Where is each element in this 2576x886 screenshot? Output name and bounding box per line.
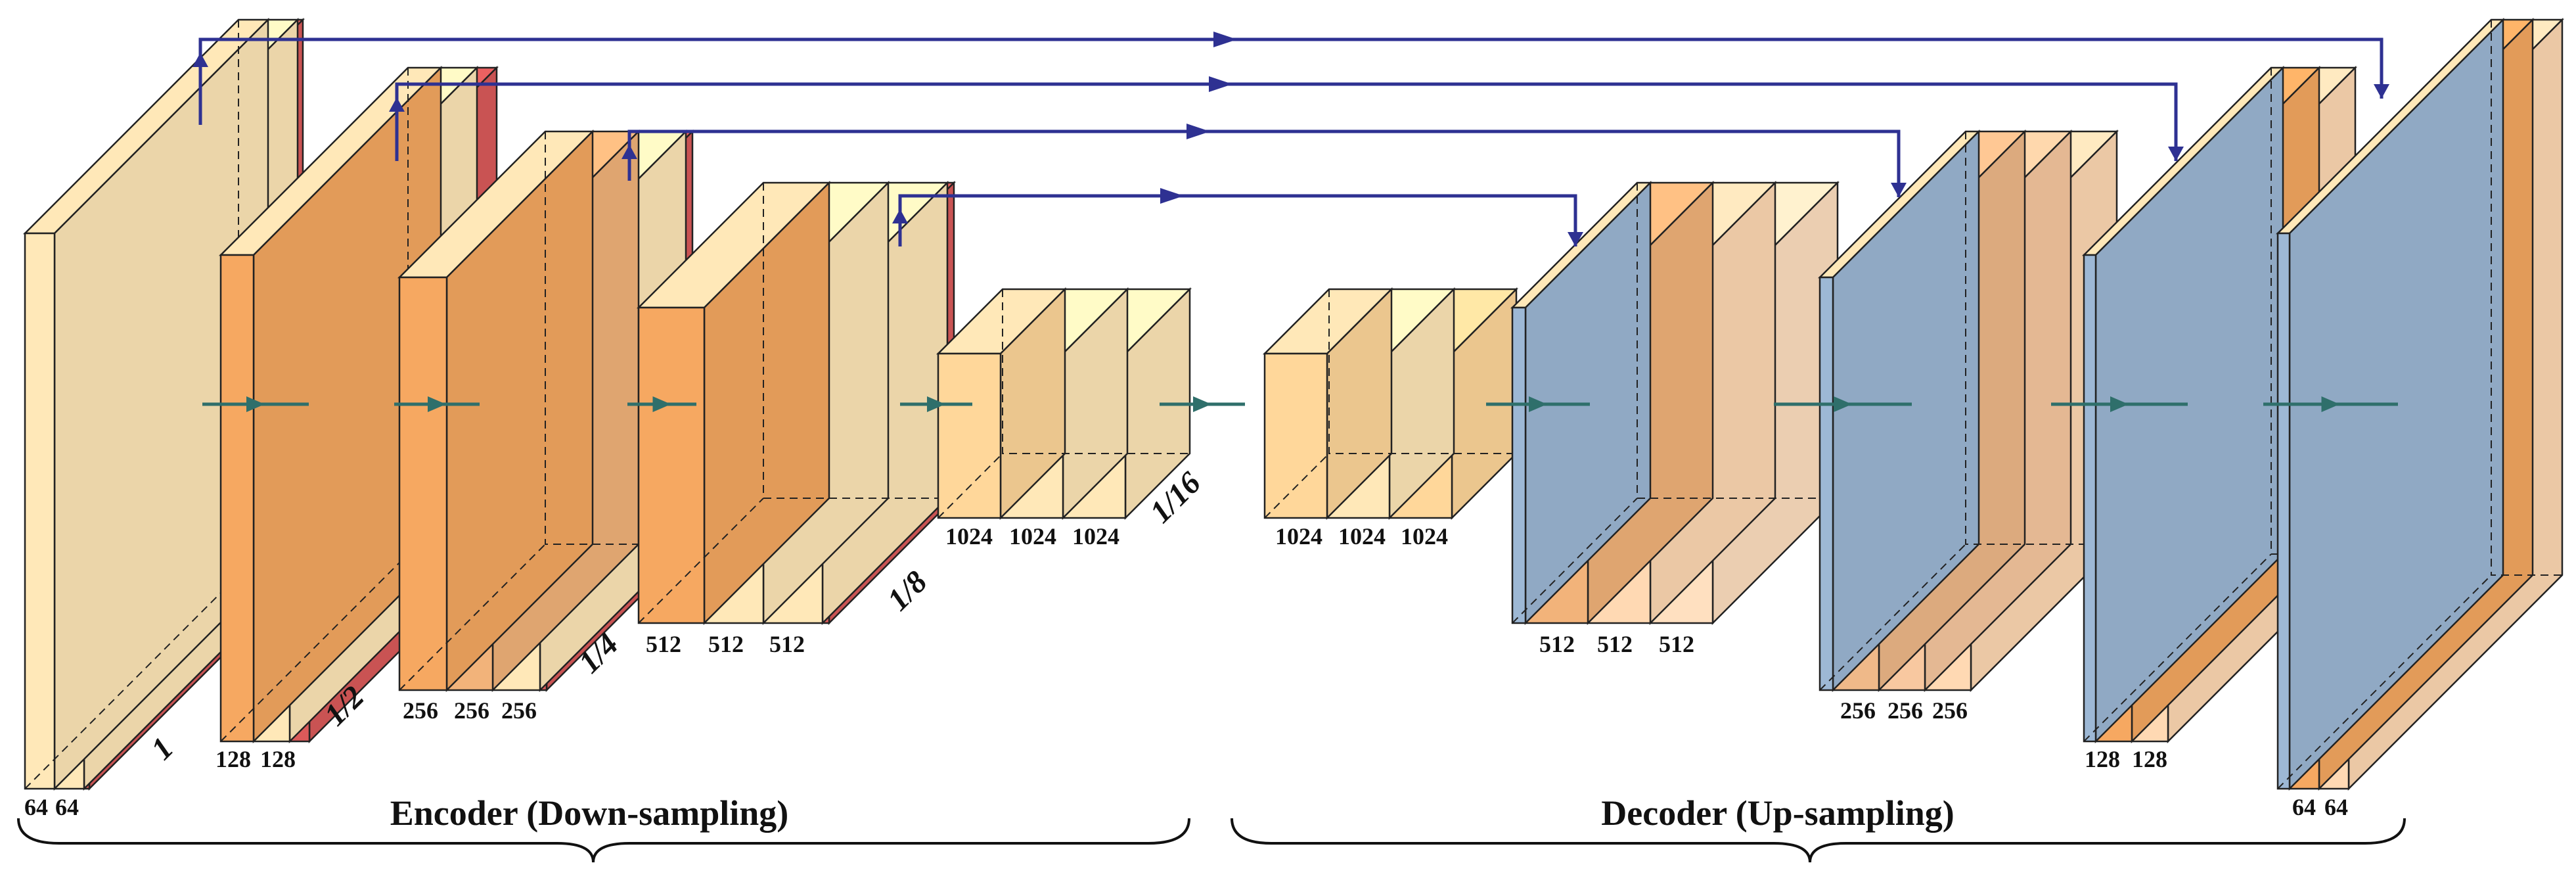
- decoder-block-1-hidden-diag: [1512, 498, 1638, 624]
- encoder-block-5-layer-0-front: [937, 352, 1002, 519]
- arrows-layer: [192, 32, 2398, 412]
- channel-label: 128: [260, 746, 296, 772]
- flow-arrowhead-8: [2321, 396, 2340, 412]
- flow-arrowhead-6: [1834, 396, 1852, 412]
- channel-label: 256: [1840, 697, 1876, 724]
- channel-label: 128: [215, 746, 251, 772]
- bottleneck-block-hidden-diag: [1264, 453, 1330, 519]
- channel-label: 256: [1932, 697, 1968, 724]
- encoder-block-3-hidden-diag: [399, 544, 546, 691]
- channel-label: 128: [2132, 746, 2167, 772]
- encoder-block-1-layer-0-front: [24, 232, 56, 790]
- encoder-block-1-hidden-diag: [24, 574, 239, 789]
- channel-label: 256: [1887, 697, 1923, 724]
- channel-label: 64: [55, 794, 79, 820]
- skip-uparrow-1: [389, 97, 405, 112]
- decoder-brace: [1231, 818, 2406, 863]
- channel-label: 64: [24, 794, 48, 820]
- encoder-block-3-hidden-edge: [545, 131, 692, 545]
- decoder-block-2-hidden-edge: [1965, 131, 2117, 545]
- flow-arrowhead-7: [2110, 396, 2129, 412]
- channel-label: 1024: [1401, 523, 1448, 549]
- encoder-block-3: [397, 129, 695, 693]
- encoder-block-2-layer-0-front: [219, 254, 255, 743]
- skip-midarrow-2: [1186, 124, 1210, 139]
- channel-label: 256: [454, 697, 489, 724]
- feature-map-blocks: [22, 17, 2565, 791]
- channel-label: 512: [769, 631, 805, 657]
- channel-label: 1024: [1009, 523, 1056, 549]
- skip-uparrow-3: [892, 209, 908, 223]
- decoder-block-3-layer-0-front: [2083, 254, 2097, 743]
- skip-midarrow-0: [1213, 32, 1237, 47]
- encoder-block-2-hidden-diag: [220, 553, 409, 742]
- skip-downarrow-1: [2168, 147, 2184, 161]
- channel-label: 512: [708, 631, 744, 657]
- flow-arrowhead-3: [927, 396, 945, 412]
- channel-label: 256: [501, 697, 537, 724]
- decoder-block-1-layer-0-front: [1511, 306, 1527, 624]
- flow-arrowhead-2: [652, 396, 671, 412]
- encoder-block-5: [936, 287, 1192, 521]
- flow-arrowhead-0: [246, 396, 265, 412]
- channel-label: 1024: [1072, 523, 1119, 549]
- skip-uparrow-0: [192, 53, 208, 67]
- skip-downarrow-2: [1891, 183, 1907, 197]
- encoder-title: Encoder (Down-sampling): [390, 793, 789, 833]
- bottleneck-block: [1262, 287, 1519, 521]
- channel-label: 128: [2085, 746, 2120, 772]
- encoder-block-3-layer-0-front: [398, 276, 448, 691]
- scale-label: 1: [145, 731, 180, 766]
- encoder-brace: [17, 818, 1190, 863]
- encoder-block-4: [636, 180, 957, 626]
- channel-label: 512: [1597, 631, 1633, 657]
- channel-label: 1024: [1338, 523, 1386, 549]
- encoder-block-5-hidden-diag: [938, 453, 1003, 519]
- flow-arrowhead-4: [1193, 396, 1211, 412]
- decoder-title: Decoder (Up-sampling): [1601, 793, 1954, 833]
- channel-label: 1024: [1275, 523, 1322, 549]
- flow-arrowhead-1: [428, 396, 446, 412]
- skip-downarrow-0: [2374, 84, 2389, 99]
- skip-midarrow-3: [1160, 188, 1184, 204]
- flow-arrowhead-5: [1529, 396, 1547, 412]
- skip-downarrow-3: [1568, 232, 1583, 246]
- bottleneck-block-layer-0-front: [1263, 352, 1328, 519]
- skip-connection-1: [395, 82, 2178, 161]
- skip-connection-0: [198, 37, 2384, 125]
- skip-midarrow-1: [1209, 76, 1232, 92]
- decoder-block-1: [1510, 180, 1840, 626]
- channel-label: 64: [2324, 794, 2348, 820]
- section-braces: Encoder (Down-sampling) Decoder (Up-samp…: [17, 793, 2406, 863]
- channel-label: 256: [403, 697, 438, 724]
- skip-uparrow-2: [621, 145, 637, 159]
- encoder-block-4-hidden-diag: [638, 498, 764, 624]
- encoder-block-4-layer-0-front: [637, 306, 706, 624]
- channel-label: 512: [1659, 631, 1694, 657]
- decoder-block-2: [1817, 129, 2119, 693]
- channel-label: 512: [646, 631, 681, 657]
- decoder-block-4-hidden-edge: [2491, 20, 2562, 576]
- decoder-block-4-layer-0-front: [2276, 232, 2291, 790]
- channel-label: 64: [2292, 794, 2316, 820]
- channel-labels: 64 64 128 128 256 256 256 512 512 512 10…: [24, 523, 2348, 820]
- skip-connection-3: [898, 194, 1577, 246]
- decoder-block-2-hidden-diag: [1819, 544, 1966, 691]
- decoder-block-4-hidden-diag: [2277, 574, 2492, 789]
- decoder-block-2-layer-0-front: [1819, 276, 1834, 691]
- channel-label: 1024: [945, 523, 993, 549]
- scale-label: 1/8: [881, 565, 934, 618]
- channel-label: 512: [1539, 631, 1575, 657]
- decoder-block-3-hidden-diag: [2083, 553, 2272, 742]
